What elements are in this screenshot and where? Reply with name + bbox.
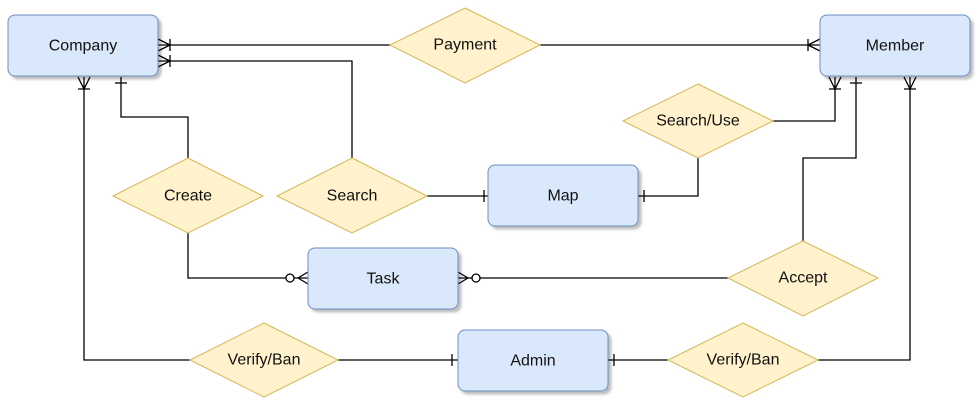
relationship-search-use[interactable]: Search/Use (621, 83, 775, 159)
relationship-create-label: Create (164, 188, 212, 205)
entity-company[interactable]: Company (7, 14, 159, 77)
relationship-search-label: Search (327, 188, 378, 205)
marker-company-verifyban-many (77, 76, 91, 91)
edge-company-search[interactable] (158, 60, 353, 158)
cardinality-markers (77, 38, 917, 366)
entity-company-label: Company (49, 38, 117, 55)
marker-member-payment-many (806, 38, 821, 52)
entity-map[interactable]: Map (487, 164, 639, 227)
edge-company-create[interactable] (120, 77, 189, 158)
relationship-accept-label: Accept (779, 270, 828, 287)
marker-task-accept-zero (471, 273, 481, 283)
relationship-verify-ban-left-label: Verify/Ban (228, 352, 301, 369)
marker-company-search-many (157, 54, 172, 68)
entity-admin[interactable]: Admin (457, 329, 609, 392)
relationship-payment-label: Payment (433, 37, 497, 54)
entity-task-label: Task (367, 271, 401, 288)
relationship-verify-ban-right[interactable]: Verify/Ban (666, 322, 820, 398)
relationship-accept[interactable]: Accept (726, 240, 880, 317)
entity-member-label: Member (866, 38, 925, 55)
marker-member-verifyban-many (903, 76, 917, 91)
entity-map-label: Map (547, 188, 578, 205)
relationship-payment[interactable]: Payment (388, 7, 542, 84)
marker-member-searchuse-many (828, 76, 842, 91)
entity-member[interactable]: Member (819, 14, 971, 77)
marker-task-create-zero (285, 273, 295, 283)
marker-task-accept-zero-many (457, 271, 470, 285)
relationship-search-use-label: Search/Use (656, 113, 740, 130)
edge-accept-member[interactable] (802, 77, 857, 241)
relationship-verify-ban-left[interactable]: Verify/Ban (188, 322, 340, 398)
edge-searchuse-member[interactable] (773, 77, 836, 122)
relationship-verify-ban-right-label: Verify/Ban (707, 352, 780, 369)
entity-task[interactable]: Task (307, 247, 459, 310)
edge-create-task[interactable] (187, 233, 308, 279)
edge-verifyban-right-member[interactable] (818, 77, 911, 361)
relationship-search[interactable]: Search (275, 157, 429, 234)
marker-company-payment-many (157, 38, 172, 52)
entity-admin-label: Admin (510, 353, 555, 370)
marker-task-create-zero-many (296, 271, 309, 285)
connectors (83, 44, 911, 361)
relationship-create[interactable]: Create (111, 157, 265, 234)
edge-company-verifyban-left[interactable] (83, 77, 190, 361)
edge-map-searchuse[interactable] (638, 158, 699, 197)
